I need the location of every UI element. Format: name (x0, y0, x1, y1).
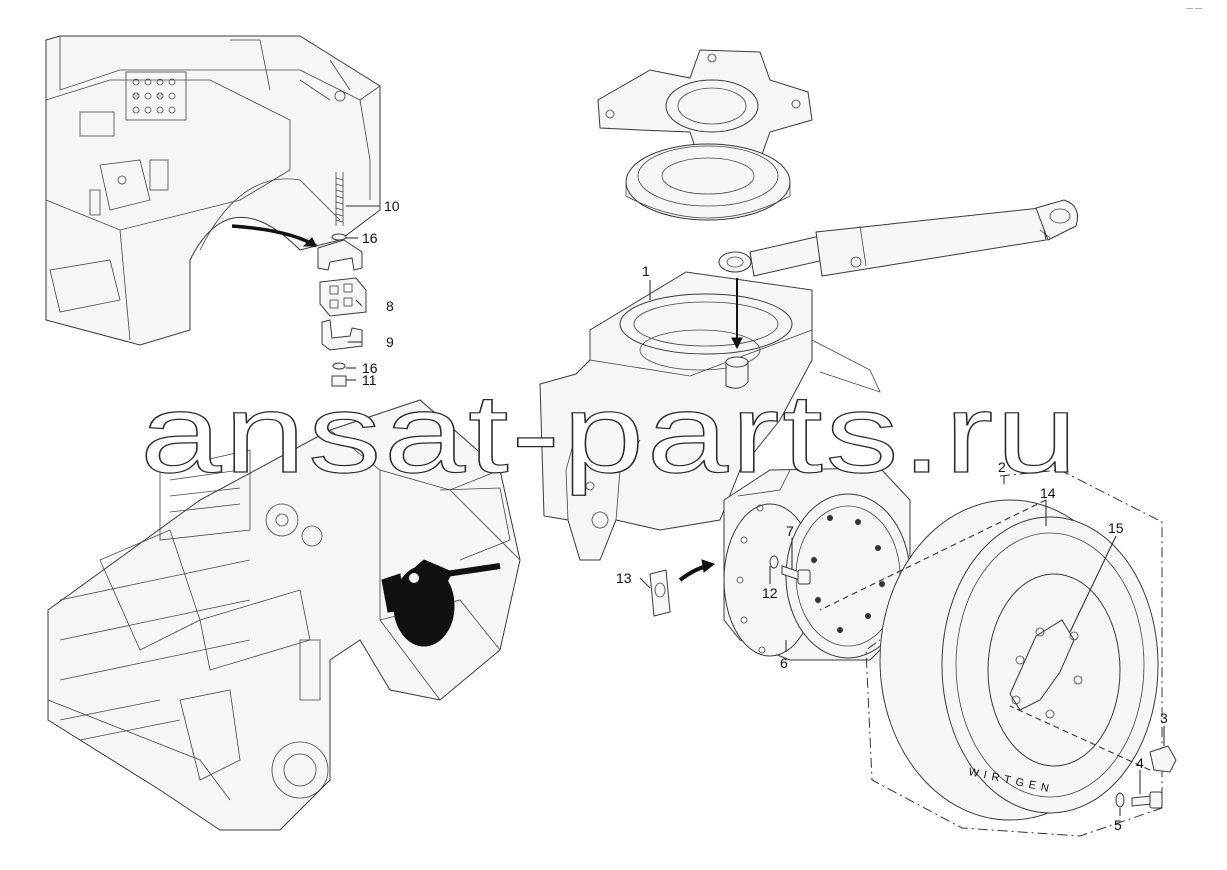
turntable-plate (597, 49, 813, 221)
callout-4: 4 (1136, 755, 1144, 771)
machine-frame (45, 35, 381, 346)
callout-3: 3 (1160, 710, 1168, 726)
bolt-icon (769, 555, 811, 585)
callout-15: 15 (1108, 520, 1124, 536)
callout-6: 6 (780, 655, 788, 671)
callout-12: 12 (762, 585, 778, 601)
machine-icon (47, 399, 521, 831)
callouts: 1 2 3 4 5 6 7 8 9 10 11 12 13 14 15 16 1… (362, 198, 1168, 833)
wheel-icon (381, 559, 501, 647)
cover-plate (649, 559, 716, 617)
swivel-housing (539, 271, 881, 561)
callout-2: 2 (998, 459, 1006, 475)
callout-8: 8 (386, 298, 394, 314)
wheel-assembly: WIRTGEN (865, 469, 1163, 837)
arrow-icon (231, 224, 317, 248)
watermark-text: ansat-parts.ru (140, 371, 1080, 496)
callout-16-lower: 16 (362, 360, 378, 376)
corner-mark: — — (1186, 5, 1202, 12)
callout-14: 14 (1040, 485, 1056, 501)
callout-9: 9 (386, 334, 394, 350)
hydraulic-cylinder (718, 199, 1078, 277)
callout-1: 1 (642, 263, 650, 279)
leader-lines (346, 205, 1165, 816)
callout-16-upper: 16 (362, 230, 378, 246)
callout-13: 13 (616, 570, 632, 586)
callout-7: 7 (786, 523, 794, 539)
callout-11: 11 (362, 372, 377, 388)
wheel-bolts (1115, 745, 1177, 809)
callout-5: 5 (1114, 817, 1122, 833)
callout-10: 10 (384, 198, 400, 214)
